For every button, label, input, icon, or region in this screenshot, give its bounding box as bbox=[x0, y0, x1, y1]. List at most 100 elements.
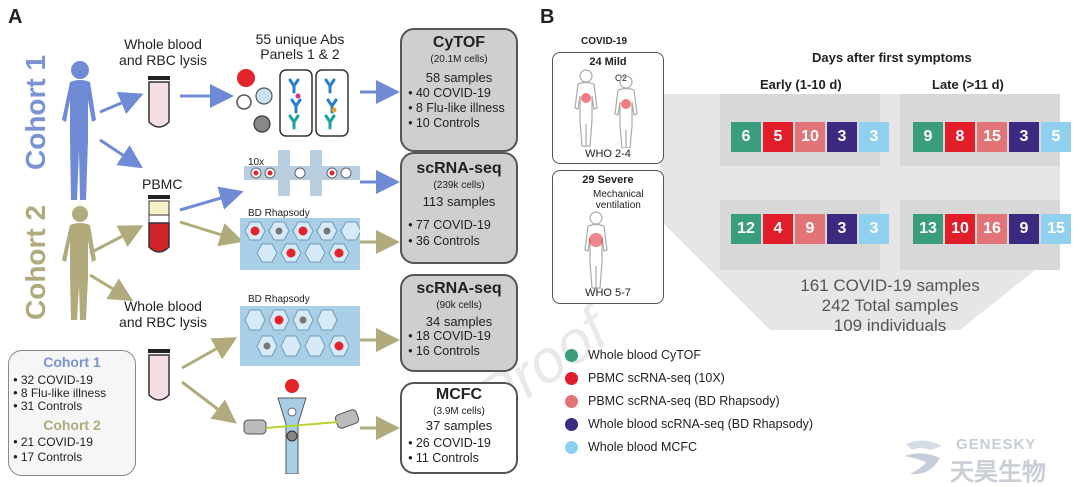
mcfc-cells: (3.9M cells) bbox=[433, 406, 485, 417]
legend-label: Whole blood CyTOF bbox=[588, 348, 702, 362]
panel-b-label: B bbox=[540, 6, 555, 28]
count-box: 6 bbox=[731, 122, 761, 152]
scrna-pbmc-item: 77 COVID-19 bbox=[408, 218, 491, 232]
scrna-pbmc-item: 36 Controls bbox=[408, 234, 480, 248]
late-label: Late (>11 d) bbox=[932, 77, 1004, 92]
severe-patient-silhouette bbox=[584, 211, 608, 289]
workflow-arrows bbox=[89, 80, 400, 440]
days-title: Days after first symptoms bbox=[812, 50, 972, 65]
legend-label: Whole blood scRNA-seq (BD Rhapsody) bbox=[588, 417, 814, 431]
severe-who: WHO 5-7 bbox=[585, 287, 631, 299]
scrna-wb-cells: (90k cells) bbox=[436, 300, 482, 311]
count-box: 3 bbox=[1009, 122, 1039, 152]
severe-title: 29 Severe bbox=[582, 174, 634, 186]
count-box: 3 bbox=[827, 214, 857, 244]
count-box: 9 bbox=[913, 122, 943, 152]
pbmc-label: PBMC bbox=[142, 176, 183, 192]
cytof-cells: (20.1M cells) bbox=[430, 54, 488, 65]
count-box: 9 bbox=[795, 214, 825, 244]
summary-cohort2-title: Cohort 2 bbox=[43, 417, 101, 433]
summary-item: 31 Controls bbox=[13, 399, 82, 413]
scrna-pbmc-title: scRNA-seq bbox=[416, 160, 502, 177]
bd-rhapsody-well-grid-1 bbox=[240, 218, 360, 270]
cytof-samples: 58 samples bbox=[425, 70, 493, 85]
count-box: 3 bbox=[859, 122, 889, 152]
mild-patient-silhouettes bbox=[574, 69, 638, 148]
scrna-wb-item: 16 Controls bbox=[408, 344, 480, 358]
genesky-logo-cn: 天昊生物 bbox=[950, 459, 1046, 486]
mcfc-item: 11 Controls bbox=[408, 451, 479, 465]
bd-rhapsody-label-1: BD Rhapsody bbox=[248, 208, 310, 219]
cytof-item: 8 Flu-like illness bbox=[408, 101, 505, 115]
legend-dot-mcfc bbox=[565, 441, 578, 454]
scrna-pbmc-cells: (239k cells) bbox=[433, 180, 485, 191]
count-box: 3 bbox=[859, 214, 889, 244]
genesky-logo: GENESKY 天昊生物 bbox=[900, 432, 1076, 486]
antibody-panel-illustration bbox=[236, 69, 349, 137]
bd-rhapsody-well-grid-2 bbox=[240, 306, 360, 366]
legend-dot-10x bbox=[565, 372, 578, 385]
mild-title: 24 Mild bbox=[589, 56, 627, 68]
legend-dot-bd-pbmc bbox=[565, 395, 578, 408]
summary-item: 32 COVID-19 bbox=[13, 373, 93, 387]
legend-label: PBMC scRNA-seq (BD Rhapsody) bbox=[588, 394, 780, 408]
panel-a-label: A bbox=[8, 6, 23, 28]
cytof-title: CyTOF bbox=[432, 34, 486, 51]
count-box: 15 bbox=[977, 122, 1007, 152]
flow-cytometer-illustration bbox=[243, 379, 360, 474]
scrna-pbmc-card: scRNA-seq (239k cells) 113 samples 77 CO… bbox=[400, 152, 518, 264]
summary-item: 17 Controls bbox=[13, 450, 82, 464]
mcfc-title: MCFC bbox=[435, 386, 483, 403]
scrna-pbmc-samples: 113 samples bbox=[422, 194, 496, 209]
count-box: 15 bbox=[1041, 214, 1071, 244]
tenx-label: 10x bbox=[248, 157, 265, 168]
count-box: 9 bbox=[1009, 214, 1039, 244]
count-box: 10 bbox=[945, 214, 975, 244]
cytof-item: 10 Controls bbox=[408, 116, 480, 130]
count-box: 16 bbox=[977, 214, 1007, 244]
scrna-wb-card: scRNA-seq (90k cells) 34 samples 18 COVI… bbox=[400, 274, 518, 372]
scrna-wb-item: 18 COVID-19 bbox=[408, 329, 491, 343]
cytof-item: 40 COVID-19 bbox=[408, 86, 491, 100]
cytof-card: CyTOF (20.1M cells) 58 samples 40 COVID-… bbox=[400, 28, 518, 152]
count-box: 13 bbox=[913, 214, 943, 244]
count-box: 8 bbox=[945, 122, 975, 152]
blood-tube-bottom-icon bbox=[148, 349, 170, 401]
blood-tube-top-icon bbox=[148, 76, 170, 128]
summary-item: 21 COVID-19 bbox=[13, 435, 93, 449]
bd-rhapsody-label-2: BD Rhapsody bbox=[248, 294, 310, 305]
mcfc-samples: 37 samples bbox=[425, 418, 493, 433]
legend-label: PBMC scRNA-seq (10X) bbox=[588, 371, 725, 385]
microfluidic-chip-illustration bbox=[244, 150, 360, 196]
mcfc-card: MCFC (3.9M cells) 37 samples 26 COVID-19… bbox=[400, 382, 518, 474]
human-silhouette-blue-icon bbox=[62, 61, 96, 200]
summary-item: 8 Flu-like illness bbox=[13, 386, 106, 400]
count-box: 10 bbox=[795, 122, 825, 152]
count-box: 4 bbox=[763, 214, 793, 244]
count-box: 12 bbox=[731, 214, 761, 244]
summary-cohort1-title: Cohort 1 bbox=[43, 354, 101, 370]
count-box: 3 bbox=[827, 122, 857, 152]
scrna-wb-samples: 34 samples bbox=[425, 314, 493, 329]
mcfc-item: 26 COVID-19 bbox=[408, 436, 491, 450]
scrna-wb-title: scRNA-seq bbox=[416, 280, 502, 297]
genesky-logo-icon bbox=[904, 440, 942, 475]
genesky-logo-en: GENESKY bbox=[956, 436, 1037, 453]
cohort-summary-box: Cohort 1 32 COVID-19 8 Flu-like illness … bbox=[8, 350, 136, 476]
pbmc-tube-icon bbox=[148, 195, 170, 253]
count-box: 5 bbox=[763, 122, 793, 152]
totals-summary: 161 COVID-19 samples 242 Total samples 1… bbox=[800, 276, 980, 335]
legend-label: Whole blood MCFC bbox=[588, 440, 698, 454]
mild-who: WHO 2-4 bbox=[585, 148, 631, 160]
human-silhouette-olive-icon bbox=[62, 206, 96, 320]
mild-patient-card: 24 Mild WHO 2-4 O2 bbox=[552, 52, 664, 164]
covid-label: COVID-19 bbox=[581, 36, 628, 47]
count-box: 5 bbox=[1041, 122, 1071, 152]
legend-dot-cytof bbox=[565, 349, 578, 362]
legend-dot-bd-wb bbox=[565, 418, 578, 431]
